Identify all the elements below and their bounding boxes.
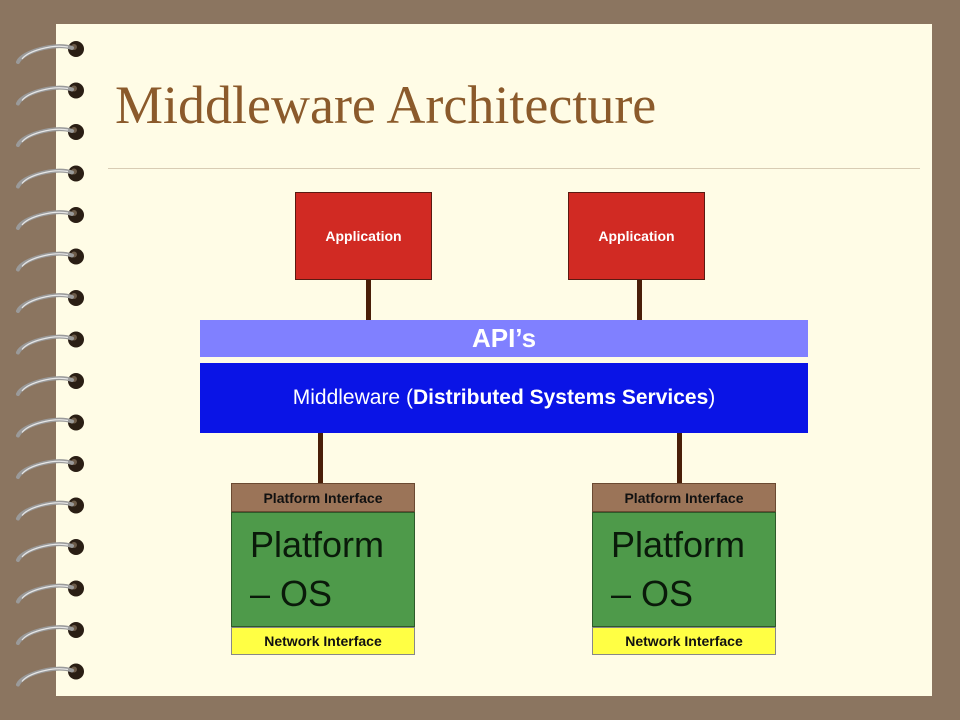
application-label-right: Application <box>598 228 675 244</box>
connector-app-right <box>637 280 642 320</box>
platform-os-right: Platform – OS <box>592 512 776 627</box>
middleware-bar: Middleware (Distributed Systems Services… <box>200 363 808 433</box>
slide-page <box>56 24 932 696</box>
platform-os-left: Platform – OS <box>231 512 415 627</box>
spiral-ring <box>16 414 84 438</box>
spiral-ring <box>16 456 84 479</box>
platform-line1-left: Platform <box>250 523 385 565</box>
api-bar: API’s <box>200 320 808 357</box>
platform-interface-right: Platform Interface <box>592 483 776 512</box>
slide-title: Middleware Architecture <box>115 75 657 135</box>
spiral-ring <box>16 497 84 521</box>
spiral-ring <box>16 373 84 396</box>
platform-line1-right: Platform <box>611 523 746 565</box>
platform-interface-left: Platform Interface <box>231 483 415 512</box>
network-interface-label-left: Network Interface <box>264 633 382 649</box>
connector-platform-right <box>677 433 682 483</box>
platform-interface-label-left: Platform Interface <box>263 489 383 506</box>
spiral-ring <box>16 82 84 106</box>
middleware-bold: Distributed Systems Services <box>412 386 709 409</box>
connector-platform-left <box>318 433 323 483</box>
spiral-ring <box>16 331 84 355</box>
spiral-ring <box>16 539 84 562</box>
spiral-ring <box>16 622 84 645</box>
spiral-ring <box>16 207 84 230</box>
api-label: API’s <box>471 323 537 353</box>
platform-line2-right: – OS <box>611 572 694 614</box>
middleware-prefix: Middleware ( <box>292 386 413 409</box>
network-interface-label-right: Network Interface <box>625 633 743 649</box>
network-interface-right: Network Interface <box>592 627 776 655</box>
middleware-suffix: ) <box>708 386 716 409</box>
spiral-ring <box>16 165 84 189</box>
platform-interface-label-right: Platform Interface <box>624 489 744 506</box>
spiral-ring <box>16 290 84 313</box>
network-interface-left: Network Interface <box>231 627 415 655</box>
spiral-binding <box>16 41 84 687</box>
spiral-ring <box>16 124 84 147</box>
middleware-label: Middleware (Distributed Systems Services… <box>293 386 716 410</box>
platform-line2-left: – OS <box>250 572 333 614</box>
application-box-left: Application <box>295 192 432 280</box>
title-divider <box>108 168 920 169</box>
spiral-ring <box>16 663 84 687</box>
spiral-ring <box>16 41 84 64</box>
application-box-right: Application <box>568 192 705 280</box>
application-label-left: Application <box>325 228 402 244</box>
spiral-ring <box>16 248 84 272</box>
connector-app-left <box>366 280 371 320</box>
spiral-ring <box>16 580 84 604</box>
